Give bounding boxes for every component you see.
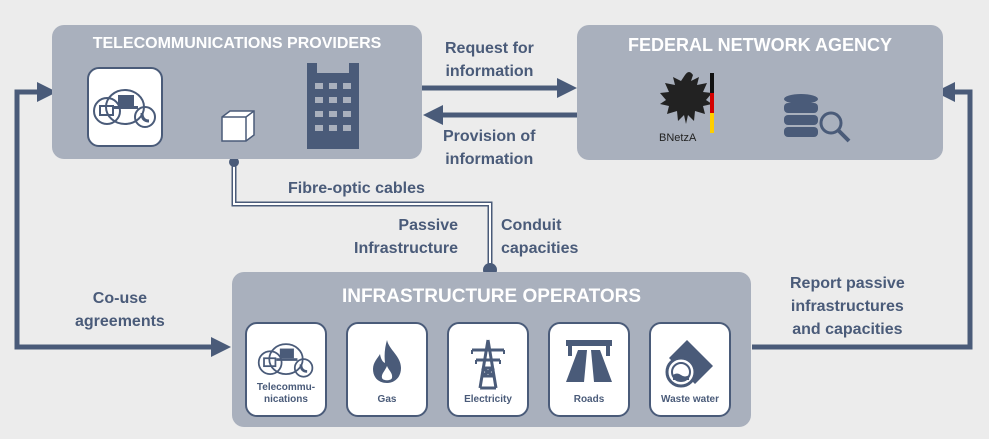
flame-icon — [373, 340, 401, 383]
eagle-logo-icon: BNetzA — [659, 69, 717, 145]
tile-label-electricity: Electricity — [464, 394, 512, 405]
tile-electricity: Electricity — [447, 322, 529, 417]
network-cabinet-icon — [220, 109, 256, 143]
tile-label-roads: Roads — [573, 394, 605, 405]
report-arrow-line — [752, 82, 973, 350]
report-label: Report passive infrastructures and capac… — [790, 275, 905, 338]
federal-agency-box: FEDERAL NETWORK AGENCY BNetzA — [577, 25, 943, 160]
tile-roads: Roads — [548, 322, 630, 417]
tile-label-telecommunications: Telecommu- nications — [256, 382, 316, 405]
tile-telecommunications: Telecommu- nications — [245, 322, 327, 417]
highway-icon — [566, 340, 612, 382]
tile-label-waste-water: Waste water — [661, 394, 719, 405]
bnetza-logo-text: BNetzA — [659, 132, 697, 144]
conduit-label: Conduit capacities — [501, 217, 579, 257]
database-search-icon — [781, 93, 857, 145]
pylon-icon — [471, 339, 505, 390]
devices-icon — [87, 67, 163, 147]
tile-label-gas: Gas — [377, 394, 397, 405]
fibre-label: Fibre-optic cables — [288, 180, 425, 197]
request-label: Request for information — [445, 40, 534, 80]
building-icon — [307, 63, 359, 149]
infrastructure-operators-title: INFRASTRUCTURE OPERATORS — [341, 286, 642, 307]
couse-label: Co-use agreements — [75, 290, 165, 330]
tile-gas: Gas — [346, 322, 428, 417]
telecom-providers-title: TELECOMMUNICATIONS PROVIDERS — [92, 35, 382, 52]
passive-label: Passive Infrastructure — [354, 217, 459, 257]
federal-agency-title: FEDERAL NETWORK AGENCY — [627, 35, 892, 55]
devices-icon — [257, 343, 314, 378]
pipe-icon — [665, 340, 713, 388]
provision-label: Provision of information — [443, 128, 536, 168]
cable-endpoint-top — [229, 157, 239, 167]
tile-waste-water: Waste water — [649, 322, 731, 417]
telecom-providers-box: TELECOMMUNICATIONS PROVIDERS — [52, 25, 422, 159]
